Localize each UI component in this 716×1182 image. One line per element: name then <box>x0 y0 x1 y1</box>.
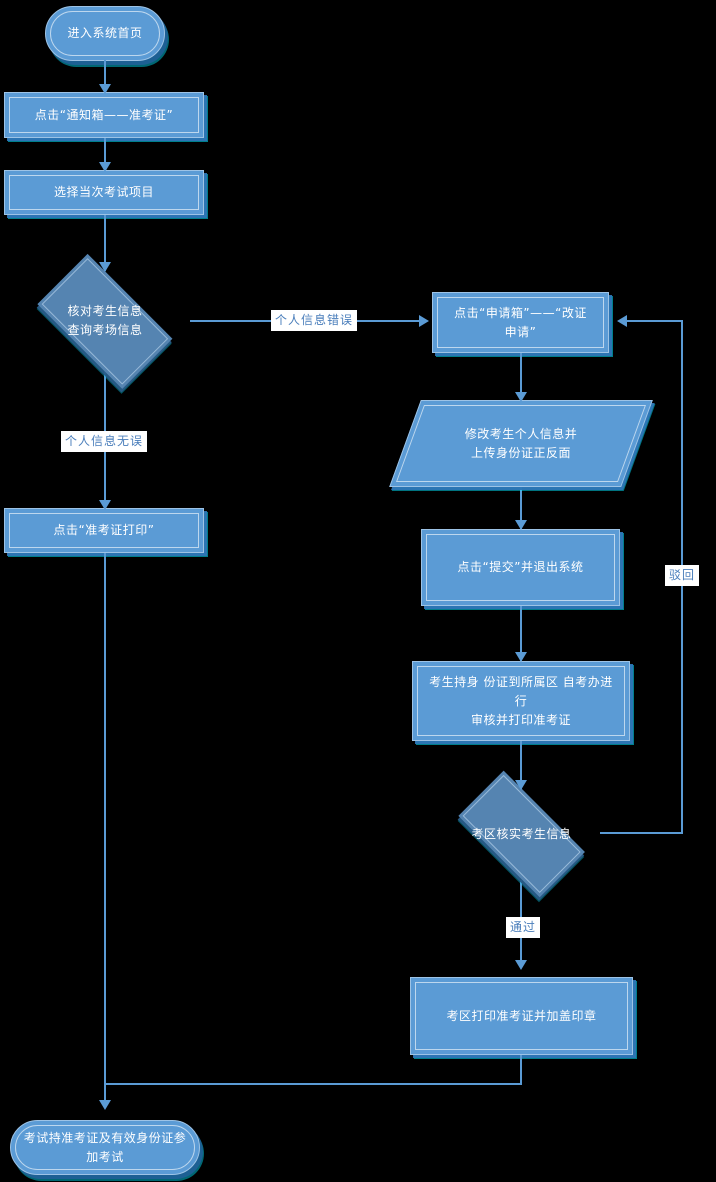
arrowhead-office-to-check <box>515 780 527 790</box>
node-district-check-label: 考区核实考生信息 <box>471 827 572 841</box>
node-district-print[interactable]: 考区打印准考证并加盖印章 <box>410 977 633 1055</box>
arrowhead-verify-to-apply <box>419 315 429 327</box>
edge-label-rejected: 驳回 <box>665 565 700 586</box>
arrowhead-notice-to-select <box>99 162 111 172</box>
node-apply-change[interactable]: 点击“申请箱”——“改证 申请” <box>432 292 609 353</box>
edge-label-info-wrong: 个人信息错误 <box>271 310 358 331</box>
edge-label-passed: 通过 <box>506 917 541 938</box>
node-apply-change-label: 点击“申请箱”——“改证 申请” <box>454 305 587 339</box>
connector-reject-horizontal-bottom <box>600 832 683 834</box>
node-select-exam[interactable]: 选择当次考试项目 <box>4 170 204 215</box>
arrowhead-submit-to-office <box>515 652 527 662</box>
node-print-ticket[interactable]: 点击“准考证打印” <box>4 508 204 553</box>
arrowhead-reject-to-apply <box>617 315 627 327</box>
node-end-label: 考试持准考证及有效身份证参 加考试 <box>23 1130 187 1164</box>
node-open-notice[interactable]: 点击“通知箱——准考证” <box>4 92 204 138</box>
connector-apply-to-edit <box>520 353 522 401</box>
node-submit-exit[interactable]: 点击“提交”并退出系统 <box>421 529 620 606</box>
node-edit-info-label: 修改考生个人信息并 上传身份证正反面 <box>464 426 578 460</box>
arrowhead-edit-to-submit <box>515 520 527 530</box>
connector-notice-to-select <box>104 138 106 170</box>
connector-start-to-notice <box>104 60 106 90</box>
connector-submit-to-office <box>520 606 522 661</box>
node-open-notice-label: 点击“通知箱——准考证” <box>34 107 174 122</box>
node-start[interactable]: 进入系统首页 <box>45 6 165 61</box>
edge-label-info-correct: 个人信息无误 <box>61 431 148 452</box>
node-select-exam-label: 选择当次考试项目 <box>53 185 154 199</box>
arrowhead-check-to-districtprint <box>515 960 527 970</box>
connector-districtprint-down <box>520 1055 522 1084</box>
node-verify-info-label: 核对考生信息 查询考场信息 <box>67 304 143 337</box>
arrowhead-apply-to-edit <box>515 392 527 402</box>
connector-office-to-check <box>520 741 522 789</box>
node-edit-info[interactable]: 修改考生个人信息并 上传身份证正反面 <box>389 400 653 487</box>
connector-print-to-end <box>104 553 106 1108</box>
connector-districtprint-to-left-column <box>104 1083 522 1085</box>
node-verify-info[interactable]: 核对考生信息 查询考场信息 <box>20 253 190 389</box>
node-start-label: 进入系统首页 <box>67 26 143 40</box>
node-district-check[interactable]: 考区核实考生信息 <box>440 770 603 898</box>
arrowhead-verify-to-print <box>99 500 111 510</box>
node-district-print-label: 考区打印准考证并加盖印章 <box>446 1008 597 1023</box>
arrowhead-print-to-end <box>99 1100 111 1110</box>
node-end[interactable]: 考试持准考证及有效身份证参 加考试 <box>10 1120 200 1175</box>
arrowhead-select-to-verify <box>99 262 111 272</box>
arrowhead-start-to-notice <box>99 84 111 94</box>
node-go-office[interactable]: 考生持身 份证到所属区 自考办进行 审核并打印准考证 <box>412 661 630 741</box>
node-print-ticket-label: 点击“准考证打印” <box>53 523 155 537</box>
connector-reject-horizontal-top <box>627 320 683 322</box>
node-submit-exit-label: 点击“提交”并退出系统 <box>457 560 584 574</box>
connector-select-to-verify <box>104 215 106 271</box>
connector-edit-to-submit <box>520 487 522 529</box>
node-go-office-label: 考生持身 份证到所属区 自考办进行 审核并打印准考证 <box>429 674 613 727</box>
